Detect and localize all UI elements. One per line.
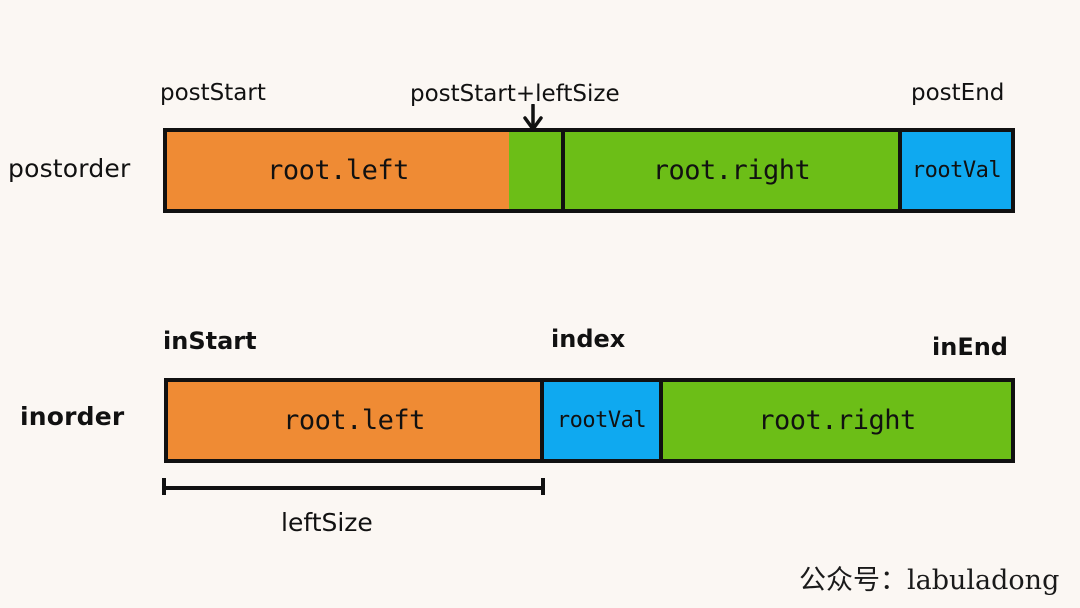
left-size-bracket-label: leftSize — [281, 508, 373, 537]
inorder-segment-root-left: root.left — [168, 382, 544, 459]
marker-in-end: inEnd — [932, 333, 1008, 361]
inorder-bar: root.left rootVal root.right — [164, 378, 1015, 463]
watermark-label: 公众号：labuladong — [799, 565, 1060, 596]
inorder-row-label: inorder — [20, 402, 125, 431]
postorder-segment-root-val: rootVal — [902, 132, 1011, 209]
postorder-segment-root-right: root.right — [565, 132, 902, 209]
inorder-segment-root-right-label: root.right — [758, 405, 916, 436]
postorder-bar: root.left root.right rootVal — [163, 128, 1015, 213]
postorder-segment-root-val-label: rootVal — [911, 158, 1002, 183]
postorder-segment-gap — [509, 132, 565, 209]
postorder-segment-root-left: root.left — [167, 132, 509, 209]
marker-post-end: postEnd — [911, 80, 1005, 106]
marker-in-start: inStart — [163, 327, 257, 355]
marker-post-start-plus-left-size: postStart+leftSize — [410, 81, 620, 107]
marker-index: index — [551, 325, 626, 353]
inorder-segment-root-left-label: root.left — [283, 405, 425, 436]
marker-post-start: postStart — [160, 80, 266, 106]
left-size-bracket — [160, 475, 550, 503]
postorder-row-label: postorder — [8, 154, 131, 183]
inorder-segment-root-val-label: rootVal — [556, 408, 647, 433]
postorder-segment-root-right-label: root.right — [652, 155, 811, 186]
postorder-segment-root-left-label: root.left — [267, 155, 409, 186]
inorder-segment-root-right: root.right — [663, 382, 1011, 459]
inorder-segment-root-val: rootVal — [544, 382, 663, 459]
